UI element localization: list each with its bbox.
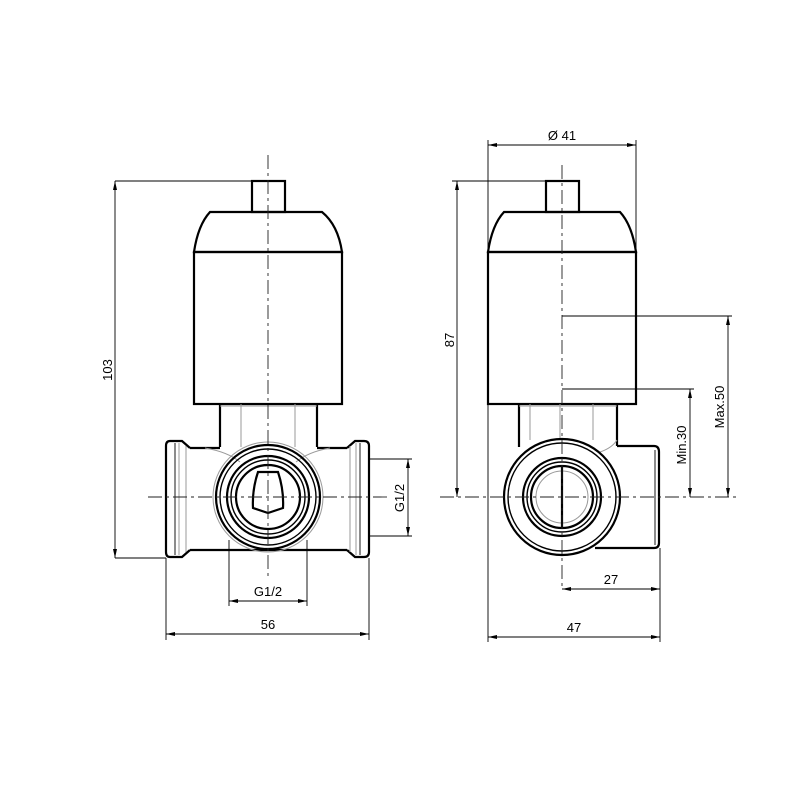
dim-min-30: Min.30	[674, 425, 689, 464]
stem	[544, 179, 581, 214]
neck	[218, 404, 319, 447]
left-flange	[164, 439, 191, 559]
dim-depth-47: 47	[567, 620, 581, 635]
right-flange	[346, 439, 371, 559]
dim-side-thread: G1/2	[392, 484, 407, 512]
spindle	[251, 470, 285, 515]
dim-height-87: 87	[442, 333, 457, 347]
stem	[250, 179, 287, 214]
dim-height-103: 103	[100, 359, 115, 381]
dim-bottom-thread: G1/2	[254, 584, 282, 599]
dim-width-56: 56	[261, 617, 275, 632]
dim-diameter-41: Ø 41	[548, 128, 576, 143]
dim-offset-27: 27	[604, 572, 618, 587]
side-outlet	[595, 444, 661, 550]
handle-body	[192, 250, 344, 406]
dim-max-50: Max.50	[712, 386, 727, 429]
front-view: 103 G1/2 G1/2 56	[100, 155, 412, 640]
side-view: Ø 41 87 Max.50 Min.30 27 47	[440, 128, 740, 642]
